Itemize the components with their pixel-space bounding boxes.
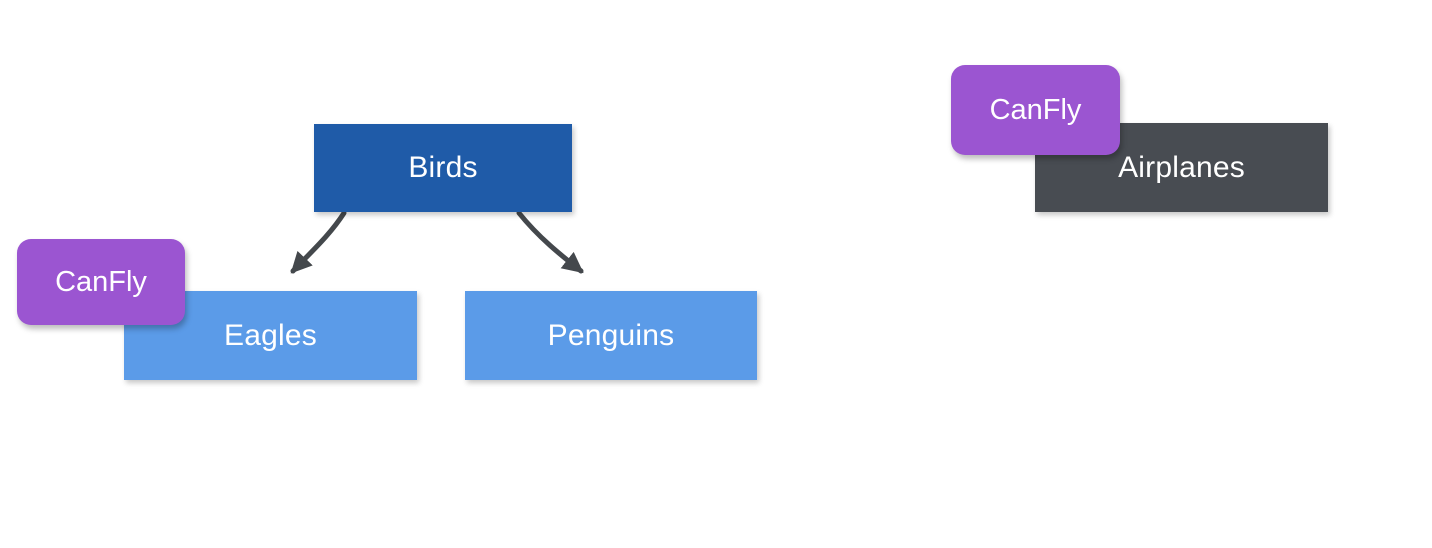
edge-birds-to-eagles — [290, 210, 347, 274]
node-eagles-label: Eagles — [224, 318, 317, 352]
badge-canfly-airplanes[interactable]: CanFly — [951, 65, 1120, 155]
badge-canfly-airplanes-label: CanFly — [989, 93, 1082, 126]
node-birds-label: Birds — [408, 151, 478, 184]
node-airplanes-label: Airplanes — [1118, 150, 1245, 184]
node-penguins-label: Penguins — [547, 318, 675, 352]
badge-canfly-eagles[interactable]: CanFly — [17, 239, 185, 325]
badge-canfly-eagles-label: CanFly — [55, 265, 147, 298]
node-birds[interactable]: Birds — [314, 124, 572, 212]
node-penguins[interactable]: Penguins — [465, 291, 757, 380]
edge-birds-to-penguins — [516, 210, 584, 274]
